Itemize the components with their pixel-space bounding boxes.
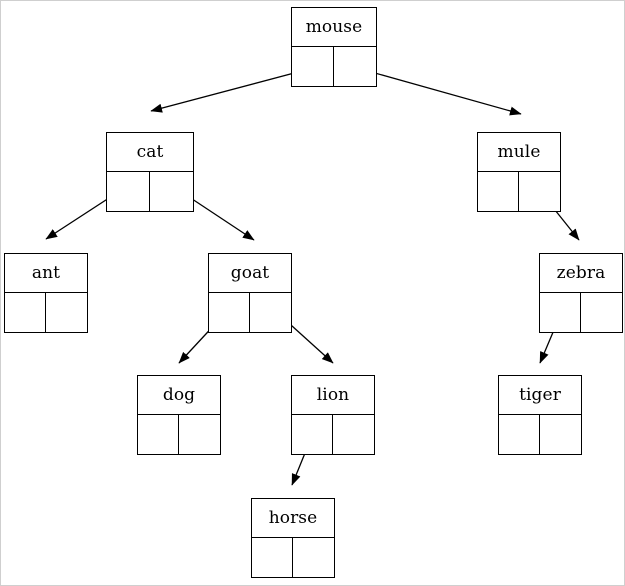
- node-pointers-ant: [5, 293, 87, 332]
- left-pointer-cell-ant[interactable]: [5, 293, 46, 332]
- right-pointer-cell-tiger[interactable]: [540, 415, 581, 454]
- node-mule[interactable]: mule: [477, 132, 561, 212]
- node-label-mouse: mouse: [292, 8, 376, 47]
- left-pointer-cell-mouse[interactable]: [292, 47, 334, 86]
- node-pointers-dog: [138, 415, 220, 454]
- right-pointer-cell-mouse[interactable]: [334, 47, 376, 86]
- left-pointer-cell-horse[interactable]: [252, 538, 293, 577]
- edge-mouse-left-to-cat: [150, 67, 314, 113]
- left-pointer-cell-mule[interactable]: [478, 172, 519, 211]
- node-pointers-tiger: [499, 415, 581, 454]
- node-pointers-horse: [252, 538, 334, 577]
- right-pointer-cell-goat[interactable]: [250, 293, 291, 332]
- left-pointer-cell-zebra[interactable]: [540, 293, 581, 332]
- node-horse[interactable]: horse: [251, 498, 335, 578]
- left-pointer-cell-goat[interactable]: [209, 293, 250, 332]
- node-pointers-cat: [107, 172, 193, 211]
- node-label-horse: horse: [252, 499, 334, 538]
- node-label-ant: ant: [5, 254, 87, 293]
- node-lion[interactable]: lion: [291, 375, 375, 455]
- node-pointers-goat: [209, 293, 291, 332]
- node-label-tiger: tiger: [499, 376, 581, 415]
- right-pointer-cell-mule[interactable]: [519, 172, 560, 211]
- node-tiger[interactable]: tiger: [498, 375, 582, 455]
- node-zebra[interactable]: zebra: [539, 253, 623, 333]
- node-ant[interactable]: ant: [4, 253, 88, 333]
- node-mouse[interactable]: mouse: [291, 7, 377, 87]
- right-pointer-cell-cat[interactable]: [150, 172, 193, 211]
- node-label-mule: mule: [478, 133, 560, 172]
- right-pointer-cell-dog[interactable]: [179, 415, 220, 454]
- node-label-cat: cat: [107, 133, 193, 172]
- right-pointer-cell-ant[interactable]: [46, 293, 87, 332]
- node-label-lion: lion: [292, 376, 374, 415]
- node-label-dog: dog: [138, 376, 220, 415]
- node-pointers-lion: [292, 415, 374, 454]
- node-pointers-zebra: [540, 293, 622, 332]
- edge-mouse-right-to-mule: [356, 67, 522, 116]
- node-cat[interactable]: cat: [106, 132, 194, 212]
- left-pointer-cell-lion[interactable]: [292, 415, 333, 454]
- left-pointer-cell-tiger[interactable]: [499, 415, 540, 454]
- left-pointer-cell-cat[interactable]: [107, 172, 150, 211]
- right-pointer-cell-lion[interactable]: [333, 415, 374, 454]
- node-pointers-mule: [478, 172, 560, 211]
- right-pointer-cell-zebra[interactable]: [581, 293, 622, 332]
- node-label-zebra: zebra: [540, 254, 622, 293]
- node-label-goat: goat: [209, 254, 291, 293]
- right-pointer-cell-horse[interactable]: [293, 538, 334, 577]
- node-goat[interactable]: goat: [208, 253, 292, 333]
- node-dog[interactable]: dog: [137, 375, 221, 455]
- node-pointers-mouse: [292, 47, 376, 86]
- left-pointer-cell-dog[interactable]: [138, 415, 179, 454]
